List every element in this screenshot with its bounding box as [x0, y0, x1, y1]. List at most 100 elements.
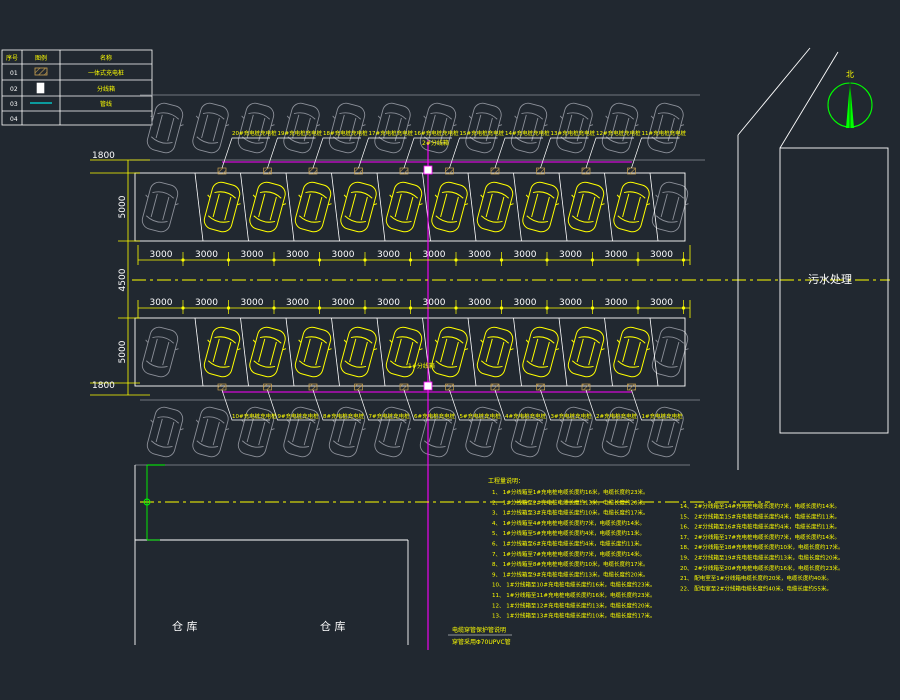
charger-leaders-bottom: [221, 389, 680, 421]
parked-car-icon: [232, 403, 280, 461]
slot-divider-line: [285, 317, 295, 387]
charger-label-bottom: 10#充电桩充电桩: [232, 412, 277, 420]
feeder-cables: [222, 140, 632, 650]
sewage-treatment-building: [779, 147, 889, 434]
junction-box-icon: [423, 165, 433, 175]
dimension-dot: [363, 258, 367, 262]
parked-car-icon: [187, 99, 234, 157]
background-cars-bottom: [136, 323, 694, 381]
parked-car-icon: [551, 403, 598, 461]
parked-car-icon: [369, 403, 416, 461]
dimension-dot: [226, 258, 231, 262]
charger-label-top: 15#充电桩充电桩: [460, 129, 505, 137]
hatched-box-icon: [34, 67, 48, 76]
slot-divider-line: [649, 317, 659, 387]
dimension-label: 3000: [468, 298, 491, 308]
note-line: 21、 配电室至1#分线箱电缆长度约20米，电缆长度约40米。: [680, 574, 832, 582]
slot-divider-line: [513, 317, 522, 387]
parked-car-icon: [505, 99, 553, 157]
junction-box-label-bottom: 1#分线箱: [408, 362, 435, 370]
parked-car-icon: [414, 403, 462, 461]
charger-label-top: 18#充电桩充电桩: [323, 129, 368, 137]
charger-label-bottom: 8#充电桩充电桩: [323, 412, 365, 420]
parked-car-icon: [596, 99, 644, 157]
charger-label-bottom: 5#充电桩充电桩: [460, 412, 502, 420]
background-cars-lower-row: [141, 403, 689, 461]
dimension-label: 3000: [332, 250, 355, 260]
note-line: 20、 2#分线箱至20#充电桩电缆长度约16米，电缆长度约23米。: [680, 564, 843, 572]
slot-dividers: [194, 172, 659, 387]
charger-label-top: 19#充电桩充电桩: [278, 129, 323, 137]
charger-label-top: 13#充电桩充电桩: [551, 129, 596, 137]
slot-divider-line: [376, 172, 386, 242]
dimension-label: 3000: [150, 250, 173, 260]
slot-divider-line: [467, 172, 477, 242]
note-line: 1、 1#分线箱至1#充电桩电缆长度约16米，电缆长度约23米。: [492, 488, 648, 496]
charging-car-icon: [517, 178, 564, 236]
dim-left-1800-bottom: 1800: [92, 381, 115, 391]
charging-car-icon: [471, 323, 519, 381]
dimension-label: 3000: [468, 250, 491, 260]
legend-row-name: 管线: [100, 100, 112, 108]
parked-car-icon: [460, 99, 507, 157]
parked-car-icon: [642, 403, 689, 461]
note-line: 10、 1#分线箱至10#充电桩电缆长度约16米，电缆长度约23米。: [492, 581, 655, 589]
note-line: 11、 1#分线箱至11#充电桩电缆长度约16米，电缆长度约23米。: [492, 591, 655, 599]
dimension-label: 3000: [195, 298, 218, 308]
dimension-label: 3000: [286, 298, 309, 308]
dimension-label: 3000: [605, 298, 628, 308]
charging-car-icon: [562, 323, 610, 381]
slot-divider-line: [513, 172, 522, 242]
leader-line: [449, 389, 498, 421]
charger-box-icon: [627, 167, 636, 175]
note-line: 3、 1#分线箱至3#充电桩电缆长度约10米，电缆长度约17米。: [492, 509, 648, 517]
slot-divider-line: [376, 317, 386, 387]
dimension-dot: [408, 258, 413, 262]
note-line: 14、 2#分线箱至14#充电桩电缆长度约7米，电缆长度约14米。: [680, 502, 840, 510]
dimension-label: 3000: [241, 298, 264, 308]
parked-car-icon: [551, 99, 598, 157]
slot-divider-line: [604, 172, 613, 242]
parking-outline: [130, 94, 705, 466]
leader-line: [312, 389, 361, 421]
note-line: 8、 1#分线箱至8#充电桩电缆长度约10米，电缆长度约17米。: [492, 560, 648, 568]
charger-box-icon: [263, 167, 272, 175]
cable-note-line-2: 穿管采用Φ70UPVC管: [452, 638, 511, 646]
leader-line: [403, 389, 452, 421]
legend-header-no: 序号: [6, 54, 18, 62]
note-line: 22、 配电室至2#分线箱电缆长度约40米，电缆长度约55米。: [680, 584, 832, 592]
dimension-label: 3000: [423, 250, 446, 260]
dimension-dot: [181, 306, 185, 310]
dim-left-5000-bottom: 5000: [118, 340, 128, 363]
notes-left-column: 1、 1#分线箱至1#充电桩电缆长度约16米，电缆长度约23米。2、 1#分线箱…: [492, 488, 655, 620]
slot-divider-line: [331, 172, 340, 242]
slot-divider-line: [194, 317, 204, 387]
leader-line: [540, 137, 589, 169]
leader-line: [358, 137, 407, 169]
parked-car-icon: [141, 403, 189, 461]
charging-car-icon: [289, 178, 337, 236]
dimension-label: 3000: [332, 298, 355, 308]
legend-row-no: 01: [10, 70, 18, 77]
charger-box-icon: [581, 383, 591, 391]
parked-car-icon: [642, 99, 689, 157]
legend-row-name: 一体式充电桩: [88, 69, 124, 77]
charging-car-icon: [380, 323, 428, 381]
charger-box-icon: [308, 167, 318, 175]
charger-box-icon: [354, 167, 363, 175]
charger-box-icon: [445, 383, 454, 391]
charger-row-bottom: [217, 381, 636, 391]
note-line: 12、 1#分线箱至12#充电桩电缆长度约13米，电缆长度约20米。: [492, 601, 655, 609]
charging-car-icon: [562, 178, 610, 236]
leader-line: [221, 137, 270, 169]
parked-car-icon: [278, 99, 325, 157]
dimension-dot: [454, 258, 458, 262]
slot-divider-line: [331, 317, 340, 387]
building-label: 污水处理: [808, 273, 852, 286]
charger-box-icon: [217, 383, 227, 391]
slot-divider-line: [422, 317, 431, 387]
dimension-label: 3000: [286, 250, 309, 260]
slot-divider-line: [285, 172, 295, 242]
